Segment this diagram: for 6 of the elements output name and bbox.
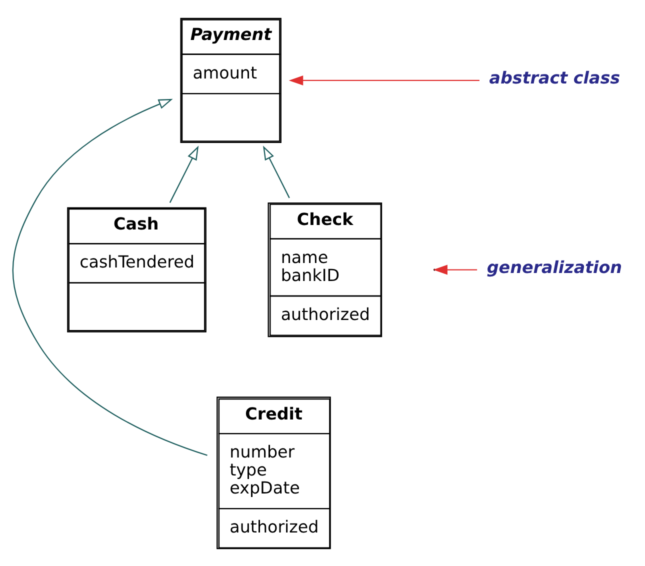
node-text: generalization: [486, 258, 622, 277]
node-text: abstract class: [489, 68, 620, 88]
arrow: [12, 98, 208, 456]
arrow: [263, 145, 290, 198]
arrow: [288, 74, 480, 85]
arrow: [169, 145, 199, 202]
